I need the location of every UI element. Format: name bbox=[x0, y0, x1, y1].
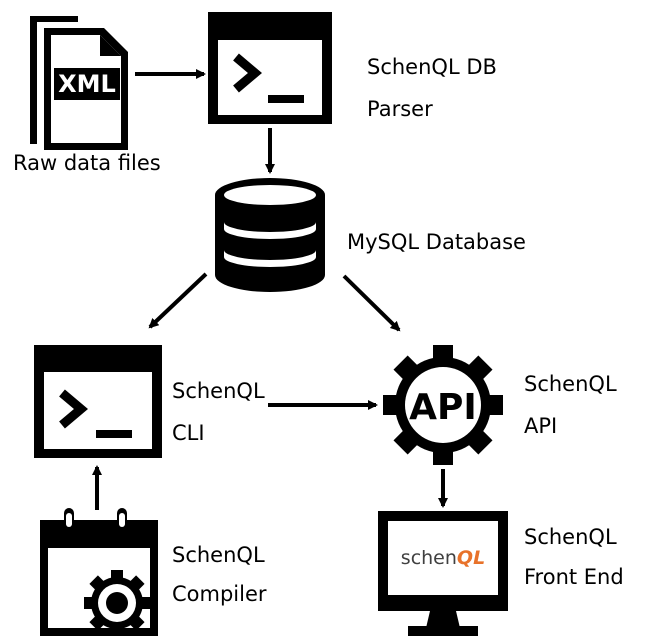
xml-file-icon: XML bbox=[30, 16, 128, 150]
parser-label-line2: Parser bbox=[367, 97, 433, 121]
xml-badge: XML bbox=[58, 70, 116, 98]
database-label: MySQL Database bbox=[347, 230, 526, 254]
arrows bbox=[92, 69, 448, 510]
raw-files-label: Raw data files bbox=[13, 151, 161, 175]
terminal-icon bbox=[34, 345, 162, 458]
arrow-database-to-cli bbox=[148, 272, 208, 329]
api-label-line2: API bbox=[524, 414, 557, 438]
parser-label-line1: SchenQL DB bbox=[367, 55, 497, 79]
schenql-logo: schenQL bbox=[401, 547, 485, 569]
compiler-label-line2: Compiler bbox=[172, 582, 267, 606]
logo-plain: schen bbox=[401, 547, 457, 569]
frontend-label-line1: SchenQL bbox=[524, 525, 617, 549]
monitor-icon: schenQL bbox=[378, 511, 508, 636]
logo-accent: QL bbox=[457, 547, 485, 569]
frontend-label-line2: Front End bbox=[524, 565, 624, 589]
compiler-label-line1: SchenQL bbox=[172, 543, 265, 567]
arrow-database-to-api bbox=[342, 274, 401, 332]
gear-icon: API bbox=[383, 345, 503, 465]
calendar-gear-icon bbox=[40, 508, 158, 636]
api-badge: API bbox=[409, 387, 477, 428]
cli-label-line2: CLI bbox=[172, 421, 205, 445]
cli-label-line1: SchenQL bbox=[172, 379, 265, 403]
database-icon bbox=[215, 178, 325, 292]
api-label-line1: SchenQL bbox=[524, 372, 617, 396]
terminal-icon bbox=[208, 12, 332, 124]
